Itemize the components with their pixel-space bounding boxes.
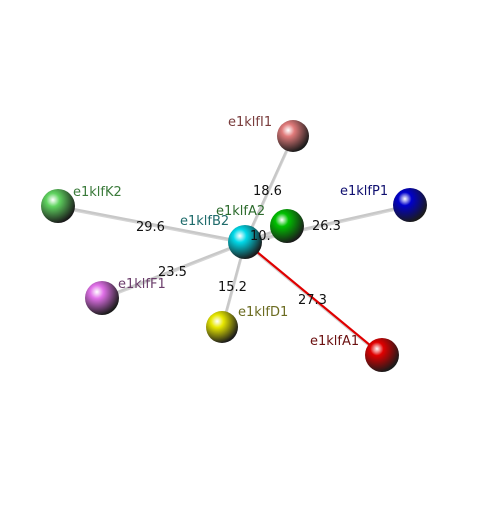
- edge-labels-layer: 18.6 29.6 26.3 10. 23.5 15.2 27.3: [136, 184, 341, 308]
- node-d1[interactable]: e1klfD1: [206, 305, 288, 343]
- edge-label-p1: 26.3: [312, 219, 341, 234]
- node-label-a2: e1klfA2: [216, 204, 265, 219]
- node-k2[interactable]: e1klfK2: [41, 185, 122, 223]
- edge-b2-p1: [244, 203, 411, 245]
- node-p1[interactable]: e1klfP1: [340, 184, 427, 222]
- node-label-a1: e1klfA1: [310, 334, 359, 349]
- node-f1[interactable]: e1klfF1: [85, 277, 166, 315]
- node-label-k2: e1klfK2: [73, 185, 122, 200]
- edge-b2-k2: [57, 204, 246, 245]
- edge-label-k2: 29.6: [136, 220, 165, 235]
- node-sphere-i1[interactable]: [277, 120, 309, 152]
- node-sphere-a1[interactable]: [365, 338, 399, 372]
- node-sphere-b2[interactable]: [228, 225, 262, 259]
- node-i1[interactable]: e1klfI1: [228, 115, 309, 152]
- edge-b2-i1: [243, 135, 295, 244]
- edge-b2-a1: [244, 241, 383, 358]
- node-sphere-a2[interactable]: [270, 209, 304, 243]
- node-sphere-p1[interactable]: [393, 188, 427, 222]
- edge-label-f1: 23.5: [158, 265, 187, 280]
- node-sphere-d1[interactable]: [206, 311, 238, 343]
- node-a2[interactable]: e1klfA2: [216, 204, 304, 243]
- node-sphere-k2[interactable]: [41, 189, 75, 223]
- edge-label-d1: 15.2: [218, 280, 247, 295]
- node-label-b2: e1klfB2: [180, 214, 229, 229]
- edge-label-a1: 27.3: [298, 293, 327, 308]
- node-label-p1: e1klfP1: [340, 184, 388, 199]
- node-sphere-f1[interactable]: [85, 281, 119, 315]
- edge-label-a2: 10.: [250, 229, 271, 244]
- node-b2[interactable]: e1klfB2: [180, 214, 262, 259]
- edge-b2-f1: [101, 240, 246, 301]
- node-a1[interactable]: e1klfA1: [310, 334, 399, 372]
- node-label-i1: e1klfI1: [228, 115, 272, 130]
- node-label-d1: e1klfD1: [238, 305, 288, 320]
- edge-label-i1: 18.6: [253, 184, 282, 199]
- node-label-f1: e1klfF1: [118, 277, 166, 292]
